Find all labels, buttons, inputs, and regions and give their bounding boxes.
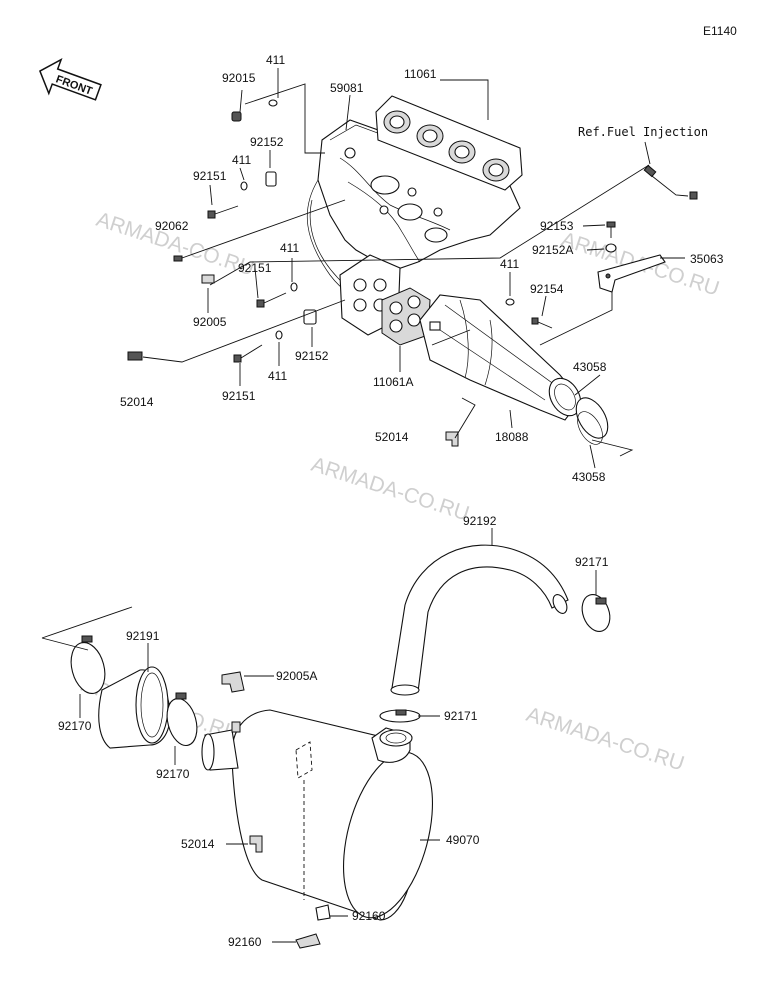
clamp-43058-b [577, 411, 603, 445]
muffler-inlet [201, 721, 241, 771]
gasket-11061A [381, 287, 431, 346]
sleeve-92191 [98, 666, 171, 749]
spacer-92152A [605, 243, 617, 253]
collar-92152-b [303, 309, 317, 325]
label-59081: 59081 [330, 81, 364, 95]
fitting-52014-b [445, 431, 459, 447]
diagram-code: E1140 [703, 24, 737, 38]
label-43058-b: 43058 [572, 470, 606, 484]
label-92160-a: 92160 [352, 909, 386, 923]
ref-fuel-injection-note: Ref.Fuel Injection [578, 125, 708, 139]
label-92015: 92015 [222, 71, 256, 85]
label-92151-c: 92151 [222, 389, 256, 403]
label-11061A: 11061A [373, 375, 413, 389]
lower-part-labels: 92192 92171 92191 92005A 92171 92170 921… [58, 514, 609, 949]
label-411-e: 411 [500, 257, 519, 271]
front-arrow-icon: FRONT [38, 58, 102, 101]
pin-92062 [173, 255, 183, 262]
label-52014-c: 52014 [181, 837, 215, 851]
label-92152-a: 92152 [250, 135, 284, 149]
label-92153: 92153 [540, 219, 574, 233]
label-92152A: 92152A [532, 243, 573, 257]
washer-411-a [268, 99, 278, 107]
label-92192: 92192 [463, 514, 497, 528]
washer-411-b [240, 181, 248, 191]
fitting-92005 [201, 274, 215, 284]
clamp-43058-a [575, 397, 609, 439]
label-92170-a: 92170 [58, 719, 92, 733]
upper-part-labels: 411 92015 59081 11061 92152 411 92151 92… [120, 53, 724, 484]
label-411-d: 411 [268, 369, 287, 383]
clamp-92170-a [70, 635, 106, 695]
label-92151-b: 92151 [238, 261, 272, 275]
label-43058-a: 43058 [573, 360, 607, 374]
fitting-52014-c [249, 835, 263, 853]
pad-92160-b [295, 933, 321, 949]
label-92005: 92005 [193, 315, 227, 329]
gasket-11061 [375, 95, 523, 191]
label-35063: 35063 [690, 252, 724, 266]
collar-92152-a [265, 171, 277, 187]
bolt-92151-a [207, 205, 239, 219]
lower-leader-lines [41, 528, 597, 943]
label-92171-a: 92171 [575, 555, 609, 569]
label-49070: 49070 [446, 833, 480, 847]
label-411-b: 411 [232, 153, 251, 167]
watermark: ARMADA-CO.RU [523, 703, 687, 776]
washer-411-e [505, 298, 515, 306]
label-52014-b: 52014 [375, 430, 409, 444]
clamp-92170-b [166, 692, 198, 747]
label-18088: 18088 [495, 430, 529, 444]
label-411-c: 411 [280, 241, 299, 255]
bolt-92151-c [233, 344, 263, 363]
watermark: ARMADA-CO.RU [308, 453, 472, 526]
clamp-92171-b [379, 709, 421, 723]
label-92152-b: 92152 [295, 349, 329, 363]
fuel-injection-sensor [643, 164, 698, 200]
plug-52014-a [127, 351, 143, 361]
nut-92015 [231, 111, 242, 122]
label-92005A: 92005A [276, 669, 317, 683]
muffler-49070 [231, 709, 434, 921]
bolt-92153 [606, 221, 616, 238]
label-92062: 92062 [155, 219, 189, 233]
washer-411-c [290, 282, 298, 292]
label-92151-a: 92151 [193, 169, 227, 183]
label-92191: 92191 [126, 629, 160, 643]
label-52014-a: 52014 [120, 395, 154, 409]
pad-92160-a [315, 904, 331, 921]
label-11061: 11061 [404, 67, 437, 81]
upper-leader-lines [142, 68, 685, 469]
label-92171-b: 92171 [444, 709, 478, 723]
label-92154: 92154 [530, 282, 564, 296]
bracket-35063 [597, 254, 666, 293]
exhaust-pipe-18088 [419, 294, 582, 421]
label-92160-b: 92160 [228, 935, 262, 949]
bolt-92151-b [256, 292, 287, 308]
hose-92192 [390, 544, 569, 696]
label-92170-b: 92170 [156, 767, 190, 781]
label-411-a: 411 [266, 53, 285, 67]
exhaust-manifold-59081 [306, 119, 521, 301]
fitting-92005A [221, 671, 245, 693]
washer-411-d [275, 330, 283, 340]
clamp-92171-a [581, 594, 611, 632]
bolt-92154 [531, 317, 553, 329]
